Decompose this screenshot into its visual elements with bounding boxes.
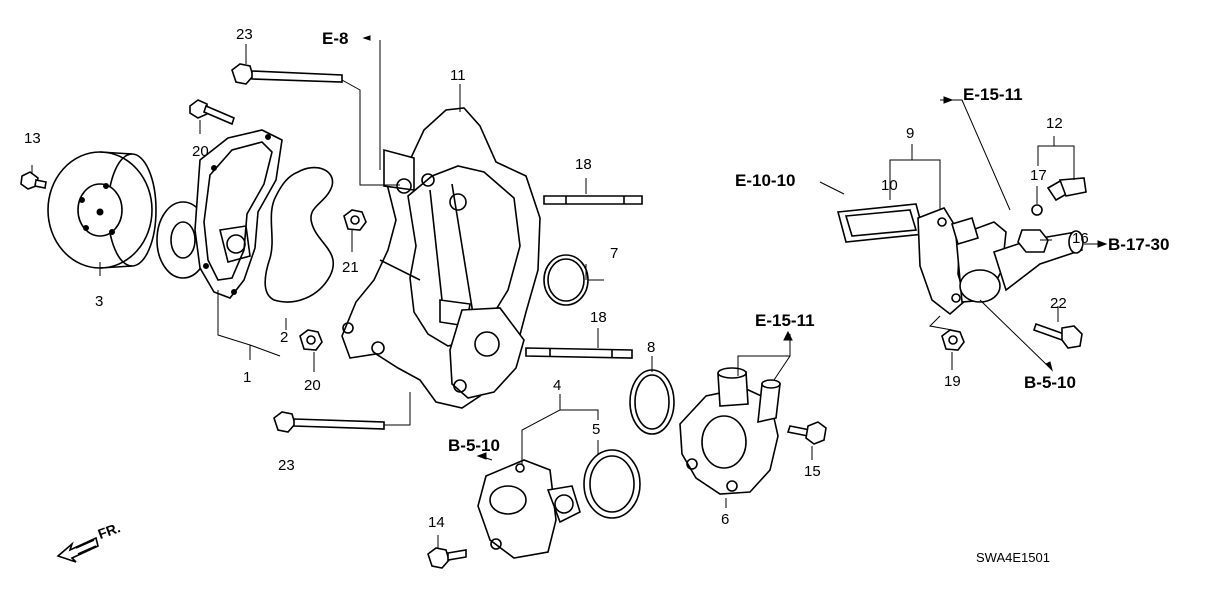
arrowhead <box>1097 240 1108 248</box>
reference-label: B-5-10 <box>1024 373 1076 392</box>
thermostat-gasket-5 <box>583 449 641 519</box>
bolt-13 <box>20 171 47 190</box>
pulley-part <box>47 151 157 269</box>
part-number-label: 9 <box>906 125 915 142</box>
water-passage-part <box>917 207 1084 316</box>
part-number-label: 20 <box>304 377 321 394</box>
reference-label: E-15-11 <box>755 311 815 330</box>
nut-20-lower <box>299 329 323 351</box>
leader-lines <box>31 40 1102 548</box>
gasket-10 <box>836 203 926 243</box>
part-number-label: 19 <box>944 373 961 390</box>
part-number-label: 10 <box>881 177 898 194</box>
reference-label: E-8 <box>322 29 349 48</box>
nut-20-upper <box>343 209 367 231</box>
part-number-label: 23 <box>278 457 295 474</box>
part-number-label: 16 <box>1072 230 1089 247</box>
bolt-15 <box>786 421 827 445</box>
part-number-label: 15 <box>804 463 821 480</box>
water-outlet-part <box>679 367 781 495</box>
reference-label: B-5-10 <box>448 436 500 455</box>
long-bolt-23-bottom <box>273 411 385 433</box>
arrowhead <box>943 96 954 104</box>
part-number-label: 5 <box>592 421 601 438</box>
part-number-label: 20 <box>192 143 209 160</box>
arrowhead <box>783 330 793 341</box>
part-number-label: 4 <box>553 377 562 394</box>
part-number-label: 2 <box>280 329 289 346</box>
part-number-label: 17 <box>1030 167 1047 184</box>
front-arrow-icon <box>56 536 99 563</box>
part-number-label: 23 <box>236 26 253 43</box>
bolt-22 <box>1032 322 1083 349</box>
reference-label: B-17-30 <box>1108 235 1170 254</box>
part-number-label: 13 <box>24 130 41 147</box>
part-number-label: 3 <box>95 293 104 310</box>
part-number-label: 8 <box>647 339 656 356</box>
stud-18-lower <box>525 347 633 359</box>
stud-18-upper <box>543 195 643 205</box>
plug-16 <box>1017 229 1049 253</box>
part-number-label: 12 <box>1046 115 1063 132</box>
reference-label: E-15-11 <box>963 85 1023 104</box>
arrowhead <box>476 452 487 460</box>
reference-label: E-10-10 <box>735 171 796 190</box>
thermostat-cover-part <box>477 459 581 559</box>
part-number-label: 18 <box>575 156 592 173</box>
part-number-label: 1 <box>243 369 252 386</box>
part-number-label: 18 <box>590 309 607 326</box>
part-number-label: 6 <box>721 511 730 528</box>
water-pump-part <box>156 129 283 299</box>
drawing-code: SWA4E1501 <box>976 550 1050 565</box>
part-number-label: 11 <box>450 67 466 84</box>
part-number-label: 22 <box>1050 295 1067 312</box>
o-ring-7 <box>543 254 589 306</box>
arrowhead <box>1045 361 1053 372</box>
arrowhead <box>362 35 371 41</box>
bracket-part <box>341 107 541 409</box>
part-number-label: 21 <box>342 259 359 276</box>
part-number-label: 14 <box>428 514 445 531</box>
long-bolt-23-top <box>231 63 343 85</box>
washer-17 <box>1031 204 1043 216</box>
part-number-label: 7 <box>610 245 619 262</box>
sensor-12 <box>1046 177 1087 202</box>
bolt-14 <box>427 547 467 569</box>
bolt-21 <box>189 99 235 126</box>
gasket-8 <box>629 369 675 435</box>
nut-19 <box>941 329 965 351</box>
pump-gasket-part <box>264 166 335 303</box>
